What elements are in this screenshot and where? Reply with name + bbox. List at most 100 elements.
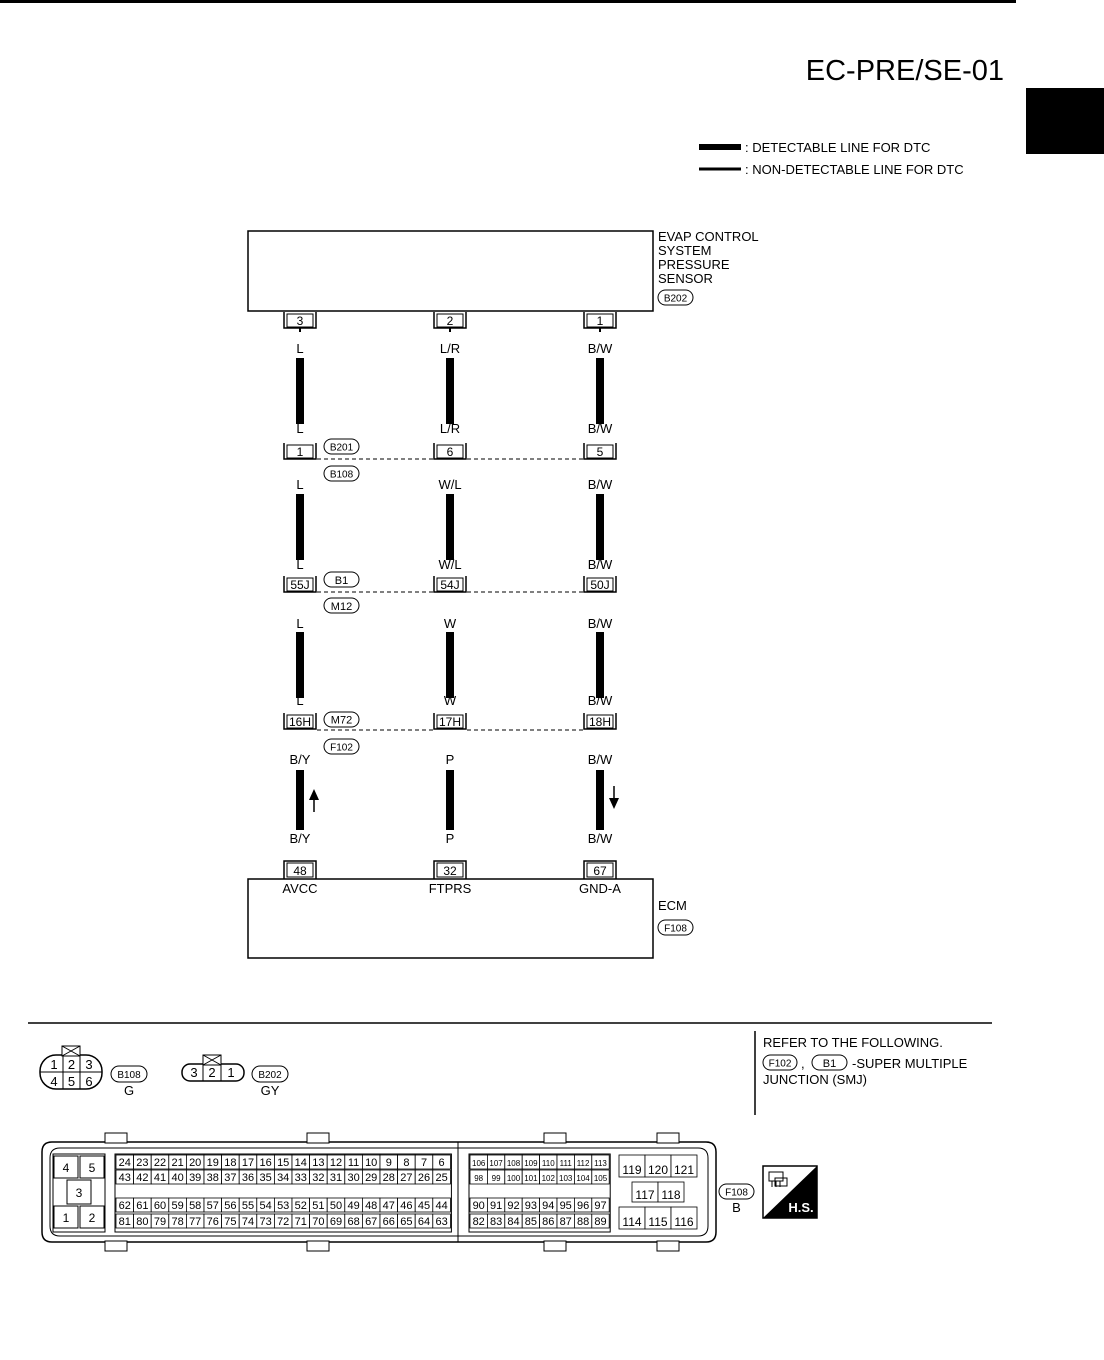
- sensor-box: [247, 230, 654, 312]
- f108-pin: 41: [154, 1172, 166, 1184]
- ecm-connector-badge: [657, 919, 694, 936]
- f108-pin: 86: [542, 1216, 554, 1228]
- f108-pin: 16: [259, 1157, 271, 1169]
- f108-pin: 75: [224, 1216, 236, 1228]
- ecm-signal-label: GND-A: [579, 881, 621, 896]
- f108-pin: 106: [472, 1159, 486, 1168]
- sensor-name-line-1: EVAP CONTROL: [658, 229, 759, 244]
- f108-pin: 50: [330, 1200, 342, 1212]
- f108-pin: 24: [119, 1157, 131, 1169]
- f108-pin: 108: [507, 1159, 521, 1168]
- sensor-name-line-3: PRESSURE: [658, 257, 730, 272]
- f108-pin: 71: [295, 1216, 307, 1228]
- f108-pin: 54: [259, 1200, 271, 1212]
- wire-color-label: L: [296, 477, 303, 492]
- f108-pin: 107: [489, 1159, 503, 1168]
- ecm-signal-label: FTPRS: [429, 881, 472, 896]
- connector-terminal: 54J: [433, 576, 467, 593]
- section-tab: [1026, 88, 1104, 154]
- junction-2-bottom-badge: [323, 597, 360, 614]
- f108-pin: 113: [594, 1159, 607, 1168]
- f108-pin: 30: [347, 1172, 359, 1184]
- wire-segment: [296, 494, 304, 560]
- sensor-connector-id: B202: [664, 294, 688, 305]
- f108-pin: 68: [347, 1216, 359, 1228]
- wire-segment: [446, 358, 454, 424]
- b202-pin: 2: [208, 1065, 215, 1080]
- b108-pin: 3: [85, 1057, 92, 1072]
- f108-pin: 87: [560, 1216, 572, 1228]
- f108-pin: 66: [383, 1216, 395, 1228]
- f108-pin: 95: [560, 1200, 572, 1212]
- legend-detectable-label: : DETECTABLE LINE FOR DTC: [745, 140, 930, 155]
- f108-pin: 13: [312, 1157, 324, 1169]
- wire-color-label: B/W: [588, 421, 613, 436]
- f108-pin: 102: [542, 1174, 556, 1183]
- connector-terminal: 1: [283, 443, 317, 460]
- f108-pin: 32: [312, 1172, 324, 1184]
- f108-pin: 83: [490, 1216, 502, 1228]
- wire-color-label: B/W: [588, 752, 613, 767]
- b108-pin: 6: [85, 1074, 92, 1089]
- refer-conn-a-badge: [762, 1054, 798, 1071]
- wire-segment: [596, 770, 604, 830]
- ecm-signal-label: AVCC: [282, 881, 317, 896]
- f108-pin: 118: [661, 1188, 680, 1202]
- f108-pin: 57: [207, 1200, 219, 1212]
- legend: : DETECTABLE LINE FOR DTC : NON-DETECTAB…: [699, 140, 964, 177]
- f108-pin: 53: [277, 1200, 289, 1212]
- connector-terminal: 6: [433, 443, 467, 460]
- pin-number: 55J: [290, 578, 309, 592]
- f108-pin: 7: [421, 1157, 427, 1169]
- b202-pin: 3: [190, 1065, 197, 1080]
- sensor-label: EVAP CONTROL SYSTEM PRESSURE SENSOR B202: [657, 229, 759, 306]
- b108-pin: 1: [50, 1057, 57, 1072]
- top-rule: [0, 0, 1016, 3]
- f108-pin: 85: [525, 1216, 537, 1228]
- f108-pin: 47: [383, 1200, 395, 1212]
- wire-color-label: L: [296, 341, 303, 356]
- f108-pin: 94: [542, 1200, 554, 1212]
- flow-arrow-down: [609, 786, 619, 809]
- f108-pin: 73: [259, 1216, 271, 1228]
- sensor-name-line-4: SENSOR: [658, 271, 713, 286]
- harness-side-symbol: H.S.: [762, 1165, 818, 1219]
- f108-pin: 100: [507, 1174, 521, 1183]
- connector-terminal: 16H: [283, 713, 317, 730]
- f108-pin: 17: [242, 1157, 254, 1169]
- f108-pin: 58: [189, 1200, 201, 1212]
- sensor-name-line-2: SYSTEM: [658, 243, 711, 258]
- pin-number: 67: [593, 864, 607, 878]
- connector-terminal: 18H: [583, 713, 617, 730]
- wire-color-label: L/R: [440, 421, 460, 436]
- f108-pin-cell: [432, 1213, 451, 1229]
- connector-terminal: 3: [283, 312, 317, 329]
- harness-icon: [768, 1171, 788, 1187]
- f108-pin: 27: [400, 1172, 412, 1184]
- f108-pin: 12: [330, 1157, 342, 1169]
- junction-3-bottom-id: F102: [330, 743, 353, 754]
- wire-segment: [596, 632, 604, 698]
- junction-2-top-badge: [323, 571, 360, 588]
- f108-pin: 44: [435, 1200, 447, 1212]
- f108-pin: 11: [348, 1157, 359, 1169]
- refer-suffix: -SUPER MULTIPLE: [852, 1056, 968, 1071]
- f108-pin: 117: [635, 1188, 654, 1202]
- legend-thick-line: [699, 144, 741, 150]
- pin-number: 17H: [439, 715, 461, 729]
- connector-terminal: 32: [433, 860, 467, 879]
- f108-pin: 59: [171, 1200, 183, 1212]
- f108-pin: 72: [277, 1216, 289, 1228]
- f108-id: F108: [725, 1188, 748, 1199]
- f108-pin: 91: [490, 1200, 502, 1212]
- f108-pin-cell: [432, 1169, 451, 1185]
- refer-conn-b-badge: [811, 1054, 848, 1071]
- f108-pin-cell: [657, 1181, 685, 1203]
- wire-color-label: L: [296, 557, 303, 572]
- wire-color-label: L: [296, 421, 303, 436]
- ecm-box: [247, 878, 654, 959]
- legend-thin-line: [699, 167, 741, 171]
- f108-pin: 76: [207, 1216, 219, 1228]
- wire-color-label: W: [444, 693, 457, 708]
- f108-pin: 61: [136, 1200, 148, 1212]
